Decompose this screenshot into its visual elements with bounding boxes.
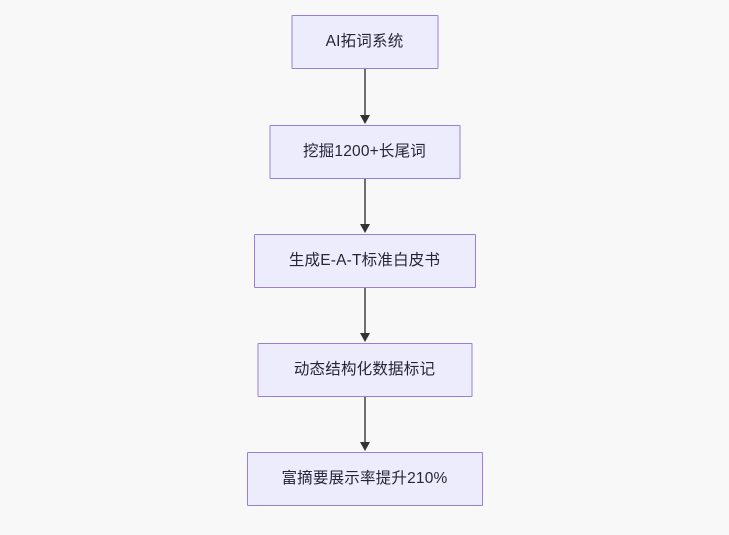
flowchart-node-4[interactable]: 动态结构化数据标记 (257, 343, 472, 397)
flowchart-edge-4-line (363, 397, 366, 443)
flowchart-node-3[interactable]: 生成E-A-T标准白皮书 (253, 234, 476, 288)
flowchart-edge-3-line (363, 288, 366, 334)
flowchart-node-2[interactable]: 挖掘1200+长尾词 (269, 125, 460, 179)
flowchart-node-1-label: AI拓词系统 (325, 33, 404, 51)
flowchart-edge-3-arrow-icon (359, 333, 370, 342)
flowchart-edge-2-line (363, 179, 366, 225)
flowchart-node-1[interactable]: AI拓词系统 (291, 15, 438, 69)
flowchart-node-2-label: 挖掘1200+长尾词 (302, 143, 427, 161)
flowchart-edge-4-arrow-icon (359, 442, 370, 451)
flowchart-node-4-label: 动态结构化数据标记 (293, 361, 436, 379)
flowchart-edge-1-arrow-icon (359, 115, 370, 124)
flowchart-node-5-label: 富摘要展示率提升210% (281, 470, 448, 488)
flowchart-edge-2-arrow-icon (359, 224, 370, 233)
flowchart-edge-1-line (363, 69, 366, 116)
flowchart-node-5[interactable]: 富摘要展示率提升210% (246, 452, 483, 506)
flowchart-node-3-label: 生成E-A-T标准白皮书 (288, 252, 441, 270)
